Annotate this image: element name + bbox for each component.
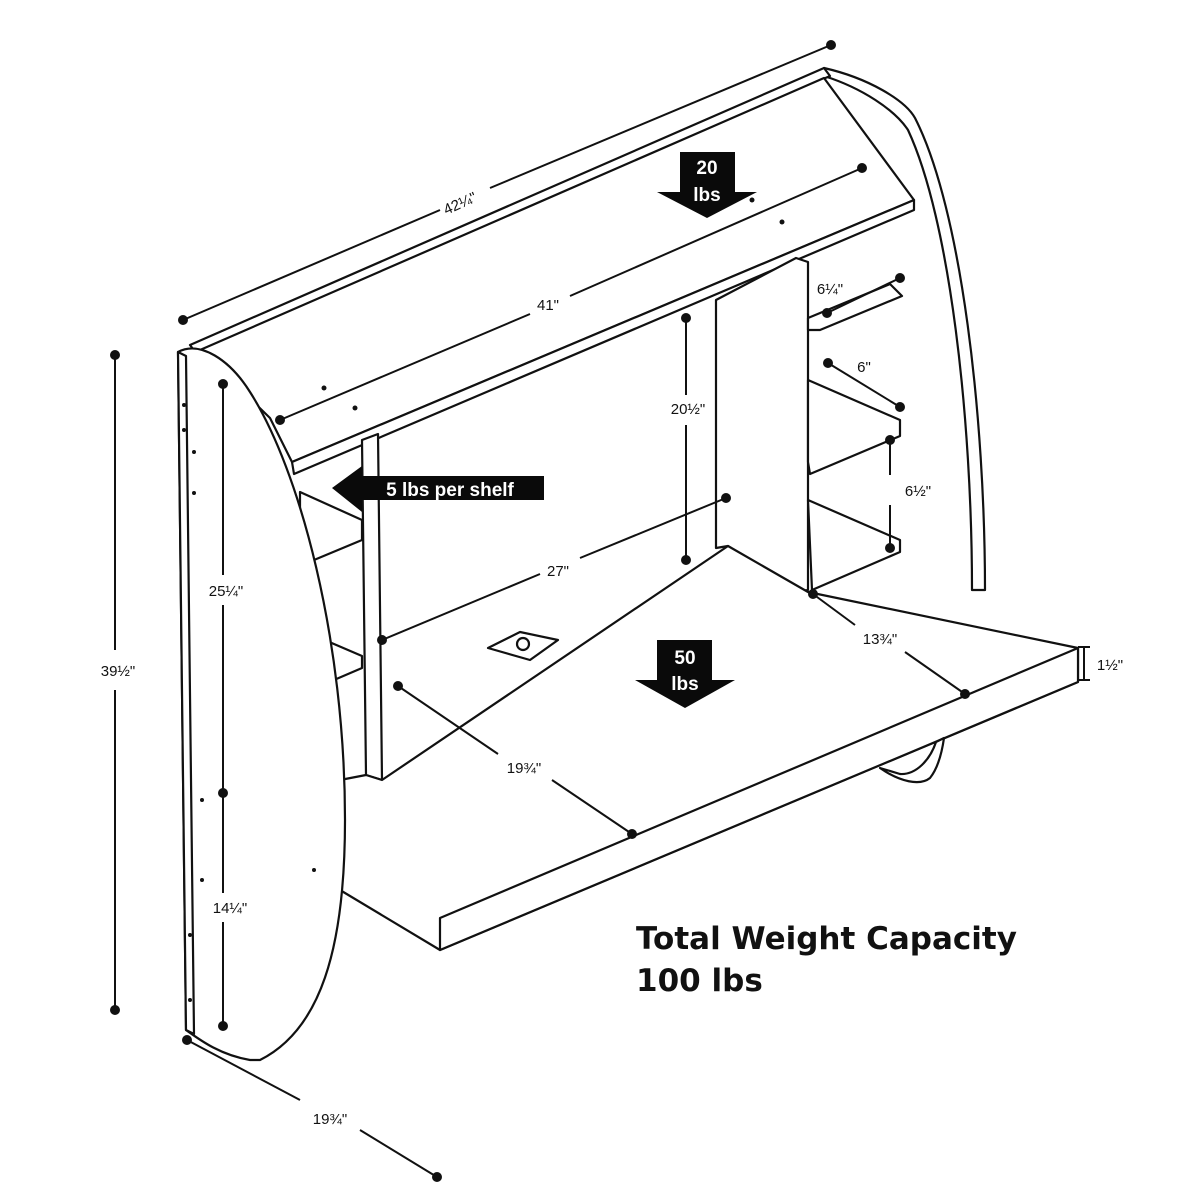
dim-shelf-width: 41" bbox=[537, 297, 559, 314]
load-arrow-side-shelf: 5 lbs per shelf bbox=[332, 466, 544, 512]
dim-depth: 19¾" bbox=[313, 1111, 348, 1128]
grommet-hole bbox=[515, 636, 531, 652]
load-desk-unit: lbs bbox=[671, 674, 698, 695]
dim-side-lower-height: 14¼" bbox=[213, 900, 248, 917]
dim-side-upper-height: 25¼" bbox=[209, 583, 244, 600]
load-top-shelf-unit: lbs bbox=[693, 185, 720, 206]
top-hutch-front bbox=[290, 198, 916, 476]
left-arrow-icon bbox=[332, 466, 544, 512]
capacity-title: Total Weight Capacity bbox=[636, 921, 1017, 957]
down-arrow-icon bbox=[657, 152, 757, 218]
desk-support bbox=[878, 736, 946, 784]
right-shelf-2 bbox=[806, 378, 902, 476]
load-arrow-desk: 50 lbs bbox=[635, 640, 735, 708]
dim-shelf-gap-bottom: 6½" bbox=[905, 483, 931, 500]
dim-shelf-gap-mid: 6" bbox=[857, 359, 871, 376]
load-top-shelf-value: 20 bbox=[696, 158, 717, 179]
dim-opening-height: 20½" bbox=[671, 401, 706, 418]
dim-shelf-gap-top: 6¼" bbox=[817, 281, 843, 298]
dim-total-height: 39½" bbox=[101, 663, 136, 680]
dim-desk-thickness: 1½" bbox=[1097, 657, 1123, 674]
capacity-value: 100 lbs bbox=[636, 963, 763, 999]
right-shelf-3 bbox=[806, 498, 902, 592]
dim-desk-depth: 19¾" bbox=[507, 760, 542, 777]
load-desk-value: 50 bbox=[674, 648, 695, 669]
center-divider bbox=[714, 256, 810, 594]
load-side-shelf: 5 lbs per shelf bbox=[386, 480, 514, 501]
total-weight-capacity: Total Weight Capacity 100 lbs bbox=[636, 918, 1017, 1002]
dim-top-width: 42¼" bbox=[441, 189, 479, 219]
dimension-lines bbox=[110, 40, 1090, 1182]
load-arrow-top-shelf: 20 lbs bbox=[657, 152, 757, 218]
desk-surface bbox=[338, 544, 1080, 952]
dimension-labels: 42¼" 41" 39½" 25¼" 14¼" 19¾" 20½" 27" 19… bbox=[101, 189, 1123, 1128]
desk-front-edge bbox=[438, 646, 1080, 952]
right-side-panel bbox=[822, 66, 987, 592]
dim-opening-width: 27" bbox=[547, 563, 569, 580]
left-side-front bbox=[176, 350, 196, 1036]
down-arrow-icon bbox=[635, 640, 735, 708]
dim-right-side-depth: 13¾" bbox=[863, 631, 898, 648]
left-side-panel bbox=[176, 347, 347, 1062]
desk-drawing bbox=[176, 66, 1080, 1062]
